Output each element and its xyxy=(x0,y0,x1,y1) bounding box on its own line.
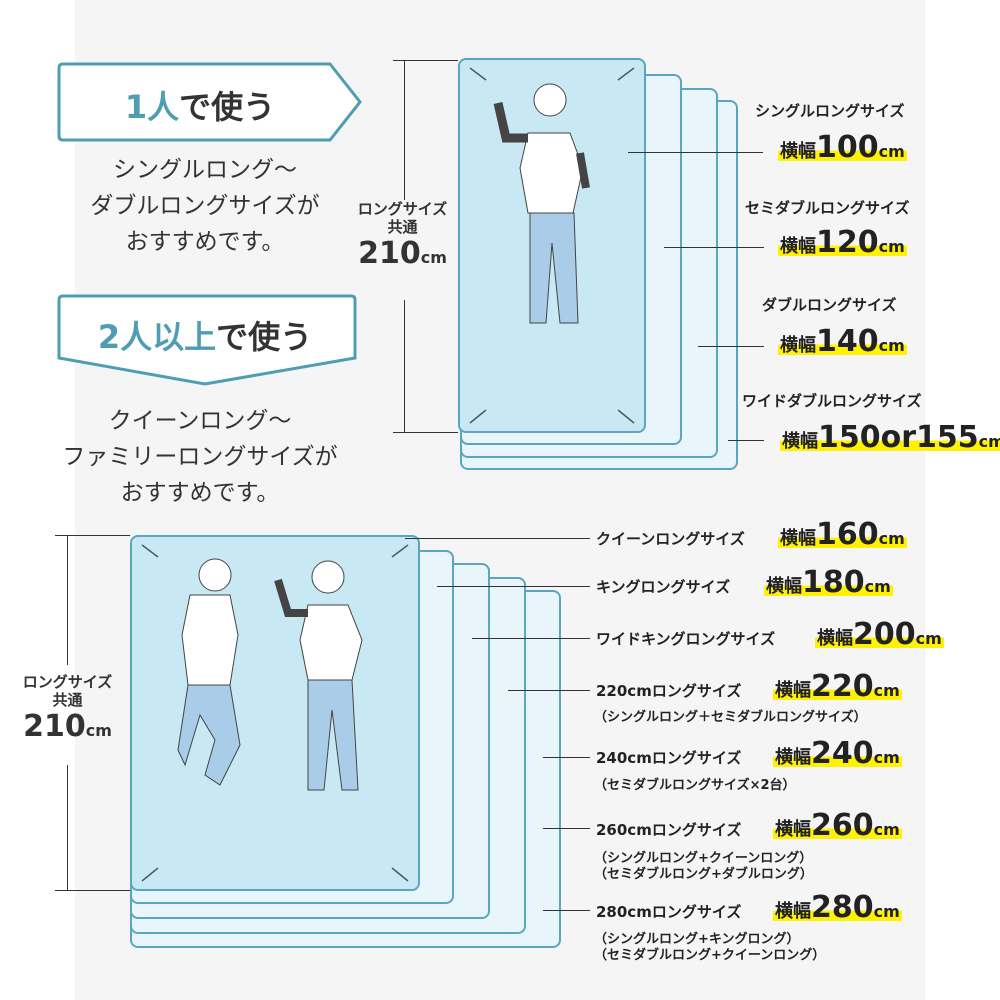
leader-line xyxy=(728,440,764,441)
leader-line xyxy=(437,586,590,587)
size-note: （シングルロング+キングロング）（セミダブルロング+クイーンロング） xyxy=(594,932,826,963)
size-name: クイーンロングサイズ xyxy=(596,530,745,548)
length-dimension-line xyxy=(67,765,68,890)
size-name: 280cmロングサイズ xyxy=(596,903,742,921)
size-name: ワイドダブルロングサイズ xyxy=(742,392,922,410)
size-width: 横幅160cm xyxy=(778,517,907,552)
size-name: ワイドキングロングサイズ xyxy=(596,630,776,648)
size-width: 横幅280cm xyxy=(773,890,902,925)
size-name: 260cmロングサイズ xyxy=(596,821,742,839)
length-dimension-line xyxy=(404,300,405,432)
leader-line xyxy=(698,346,764,347)
length-dimension-line xyxy=(67,535,68,665)
size-width: 横幅220cm xyxy=(773,669,902,704)
size-name: 240cmロングサイズ xyxy=(596,749,742,767)
size-name: ダブルロングサイズ xyxy=(762,296,897,314)
size-name: キングロングサイズ xyxy=(596,578,731,596)
multi-use-description: クイーンロング〜ファミリーロングサイズがおすすめです。 xyxy=(62,408,338,506)
single-use-description: シングルロング〜ダブルロングサイズがおすすめです。 xyxy=(90,157,320,255)
size-width: 横幅120cm xyxy=(778,225,907,260)
leader-line xyxy=(472,638,590,639)
leader-line xyxy=(405,538,590,539)
size-width: 横幅180cm xyxy=(764,565,893,600)
size-note: （セミダブルロングサイズ×2台） xyxy=(594,778,796,793)
length-tick xyxy=(393,60,458,61)
size-width: 横幅260cm xyxy=(773,808,902,843)
length-label-bottom: ロングサイズ 共通 210cm xyxy=(22,673,113,744)
leader-line xyxy=(664,247,764,248)
length-dimension-line xyxy=(404,60,405,200)
size-name: セミダブルロングサイズ xyxy=(745,199,910,217)
size-width: 横幅140cm xyxy=(778,324,907,359)
size-note: （シングルロング+クイーンロング）（セミダブルロング+ダブルロング） xyxy=(594,851,813,882)
length-tick xyxy=(55,535,130,536)
size-width: 横幅100cm xyxy=(778,130,907,165)
leader-line xyxy=(543,910,590,911)
multi-use-title: 2人以上で使う xyxy=(97,318,313,356)
size-note: （シングルロング＋セミダブルロングサイズ） xyxy=(594,710,867,725)
size-width: 横幅200cm xyxy=(815,617,944,652)
length-label-top: ロングサイズ 共通 210cm xyxy=(357,200,448,271)
size-name: シングルロングサイズ xyxy=(755,102,905,120)
leader-line xyxy=(628,152,763,153)
size-width: 横幅240cm xyxy=(773,736,902,771)
couple-illustration xyxy=(141,544,409,882)
length-tick xyxy=(55,890,130,891)
leader-line xyxy=(543,828,590,829)
size-name: 220cmロングサイズ xyxy=(596,682,742,700)
leader-line xyxy=(543,757,590,758)
size-width: 横幅150or155cm xyxy=(780,423,1000,453)
length-tick xyxy=(393,432,458,433)
mattress-queen xyxy=(130,535,420,891)
single-use-title: 1人で使う xyxy=(124,88,276,126)
single-use-tag-shape xyxy=(57,62,362,142)
person-illustration xyxy=(469,67,635,424)
multi-use-tag-shape xyxy=(57,294,357,386)
leader-line xyxy=(508,690,590,691)
